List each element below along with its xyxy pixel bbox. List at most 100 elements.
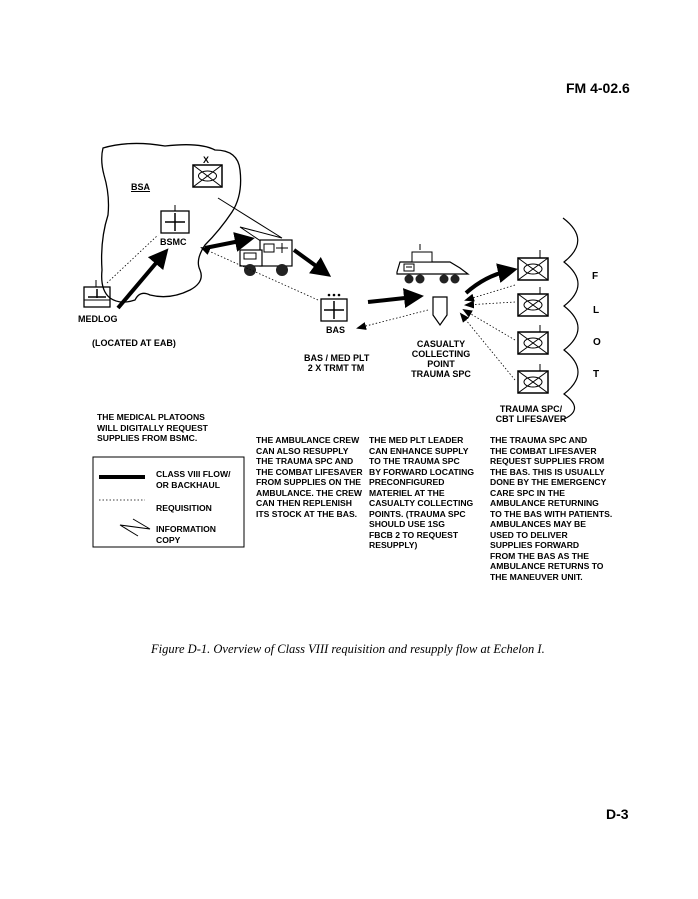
note-line: FBCB 2 TO REQUEST xyxy=(369,529,459,540)
note-line: REQUEST SUPPLIES FROM xyxy=(490,456,605,466)
bsmc-symbol xyxy=(160,205,190,234)
bas-label: BAS xyxy=(326,325,346,335)
figure-caption: Figure D-1. Overview of Class VIII requi… xyxy=(151,642,545,656)
legend-line: CLASS VIII FLOW/ xyxy=(156,469,231,479)
note-line: CAN THEN REPLENISH xyxy=(256,498,352,508)
legend-line: OR BACKHAUL xyxy=(156,479,220,490)
note-line: BY FORWARD LOCATING xyxy=(369,466,475,477)
note-line: POINTS. (TRAUMA SPC xyxy=(369,508,466,519)
note-ambulance-crew: THE AMBULANCE CREW CAN ALSO RESUPPLY THE… xyxy=(256,435,363,519)
note-line: SHOULD USE 1SG xyxy=(369,519,445,529)
ccp-line-2: COLLECTING xyxy=(411,349,471,359)
note-line: SUPPLIES FROM BSMC. xyxy=(97,433,198,443)
legend-line: REQUISITION xyxy=(156,503,212,513)
legend-information-copy-label: INFORMATION COPY xyxy=(156,524,216,545)
note-trauma-spc: THE TRAUMA SPC AND THE COMBAT LIFESAVER … xyxy=(490,435,612,582)
note-line: DONE BY THE EMERGENCY xyxy=(490,477,607,487)
ccp-line-4: TRAUMA SPC xyxy=(411,369,471,379)
note-line: THE TRAUMA SPC AND xyxy=(490,435,588,445)
brigade-hq-symbol xyxy=(192,164,223,188)
note-line: THE BAS. THIS IS USUALLY xyxy=(490,466,605,477)
note-line: PRECONFIGURED xyxy=(369,477,445,487)
stryker-vehicle-icon xyxy=(396,244,470,284)
bas-to-ccp-flow-arrow xyxy=(367,288,424,309)
note-line: TO THE TRAUMA SPC xyxy=(369,456,460,466)
note-line: CAN ALSO RESUPPLY xyxy=(256,445,349,456)
flot-letter-o: O xyxy=(593,337,601,348)
note-line: AMBULANCES MAY BE xyxy=(490,519,586,529)
bsmc-label: BSMC xyxy=(160,237,187,247)
forward-unit-3-symbol xyxy=(517,325,549,355)
ccp-line-3: POINT xyxy=(427,359,455,369)
legend-requisition-label: REQUISITION xyxy=(156,503,212,514)
front-req-2 xyxy=(464,300,516,309)
manual-id: FM 4-02.6 xyxy=(566,80,630,96)
casualty-collecting-point-symbol xyxy=(432,296,448,327)
information-copy-line xyxy=(217,197,283,247)
x-marker-label: X xyxy=(203,155,210,165)
front-req-1 xyxy=(464,284,516,302)
trauma-spc-label: TRAUMA SPC/ CBT LIFESAVER xyxy=(493,404,569,424)
note-line: AMBULANCE. THE CREW xyxy=(256,487,362,498)
note-line: THE COMBAT LIFESAVER xyxy=(256,466,363,477)
bas-sub-line-2: 2 X TRMT TM xyxy=(307,363,365,373)
ccp-label: CASUALTY COLLECTING POINT TRAUMA SPC xyxy=(405,339,477,379)
flot-letter-t: T xyxy=(593,369,600,380)
bsa-area-outline xyxy=(100,142,242,303)
ccp-line-1: CASUALTY xyxy=(416,339,466,349)
note-line: FROM SUPPLIES ON THE xyxy=(256,477,362,487)
bas-symbol xyxy=(320,293,348,322)
flot-line xyxy=(561,217,579,421)
note-line: SUPPLIES FORWARD xyxy=(490,540,580,550)
bsmc-to-ambulance-flow-arrow xyxy=(204,232,255,252)
note-line: AMBULANCE RETURNING xyxy=(490,498,599,508)
note-line: THE MEDICAL PLATOONS xyxy=(97,412,205,422)
note-line: AMBULANCE RETURNS TO xyxy=(490,561,604,571)
legend-class-viii-label: CLASS VIII FLOW/ OR BACKHAUL xyxy=(156,469,230,490)
ccp-to-bas-requisition xyxy=(356,309,429,330)
trauma-line-2: CBT LIFESAVER xyxy=(495,414,567,424)
legend-line: COPY xyxy=(156,534,181,545)
note-line: MATERIEL AT THE xyxy=(369,487,445,498)
ambulance-icon xyxy=(239,239,293,276)
ccp-to-front-flow-arrow xyxy=(464,263,518,295)
flot-letter-l: L xyxy=(593,305,600,316)
note-med-plt-leader: THE MED PLT LEADER CAN ENHANCE SUPPLY TO… xyxy=(369,435,474,551)
legend-zigzag-sample xyxy=(119,518,151,537)
note-line: WILL DIGITALLY REQUEST xyxy=(97,422,208,433)
note-line: THE MANEUVER UNIT. xyxy=(490,571,583,582)
note-line: CAN ENHANCE SUPPLY xyxy=(369,445,469,456)
note-medical-platoons: THE MEDICAL PLATOONS WILL DIGITALLY REQU… xyxy=(97,412,208,444)
note-line: CASUALTY COLLECTING xyxy=(369,498,474,508)
note-line: ITS STOCK AT THE BAS. xyxy=(256,508,358,519)
note-line: CARE SPC IN THE xyxy=(490,487,565,498)
bas-sub-line-1: BAS / MED PLT xyxy=(304,353,370,363)
forward-unit-1-symbol xyxy=(517,250,549,281)
legend-box xyxy=(92,456,245,548)
bsa-label: BSA xyxy=(131,182,151,192)
bas-to-bsmc-requisition xyxy=(200,247,319,301)
ambulance-to-bas-flow-arrow xyxy=(292,248,332,277)
medlog-label: MEDLOG xyxy=(78,314,118,324)
note-line: THE MED PLT LEADER xyxy=(369,435,464,445)
medlog-to-bsmc-flow-arrow xyxy=(116,248,169,310)
front-req-4 xyxy=(459,312,516,381)
page-number: D-3 xyxy=(606,806,629,822)
note-line: THE COMBAT LIFESAVER xyxy=(490,445,597,456)
medlog-symbol xyxy=(83,280,111,308)
resupply-diagram xyxy=(83,142,579,548)
medlog-bsmc-requisition xyxy=(106,234,159,284)
located-at-eab-label: (LOCATED AT EAB) xyxy=(92,338,176,348)
forward-unit-2-symbol xyxy=(517,287,549,317)
bas-sub-label: BAS / MED PLT 2 X TRMT TM xyxy=(304,353,370,373)
front-req-3 xyxy=(462,308,516,341)
note-line: FROM THE BAS AS THE xyxy=(490,550,589,561)
note-line: TO THE BAS WITH PATIENTS. xyxy=(490,508,613,519)
forward-unit-4-symbol xyxy=(517,364,549,394)
legend-line: INFORMATION xyxy=(156,524,216,534)
note-line: RESUPPLY) xyxy=(369,540,418,550)
note-line: THE AMBULANCE CREW xyxy=(256,435,360,445)
note-line: THE TRAUMA SPC AND xyxy=(256,456,354,466)
flot-letter-f: F xyxy=(592,271,599,282)
trauma-line-1: TRAUMA SPC/ xyxy=(499,404,563,414)
